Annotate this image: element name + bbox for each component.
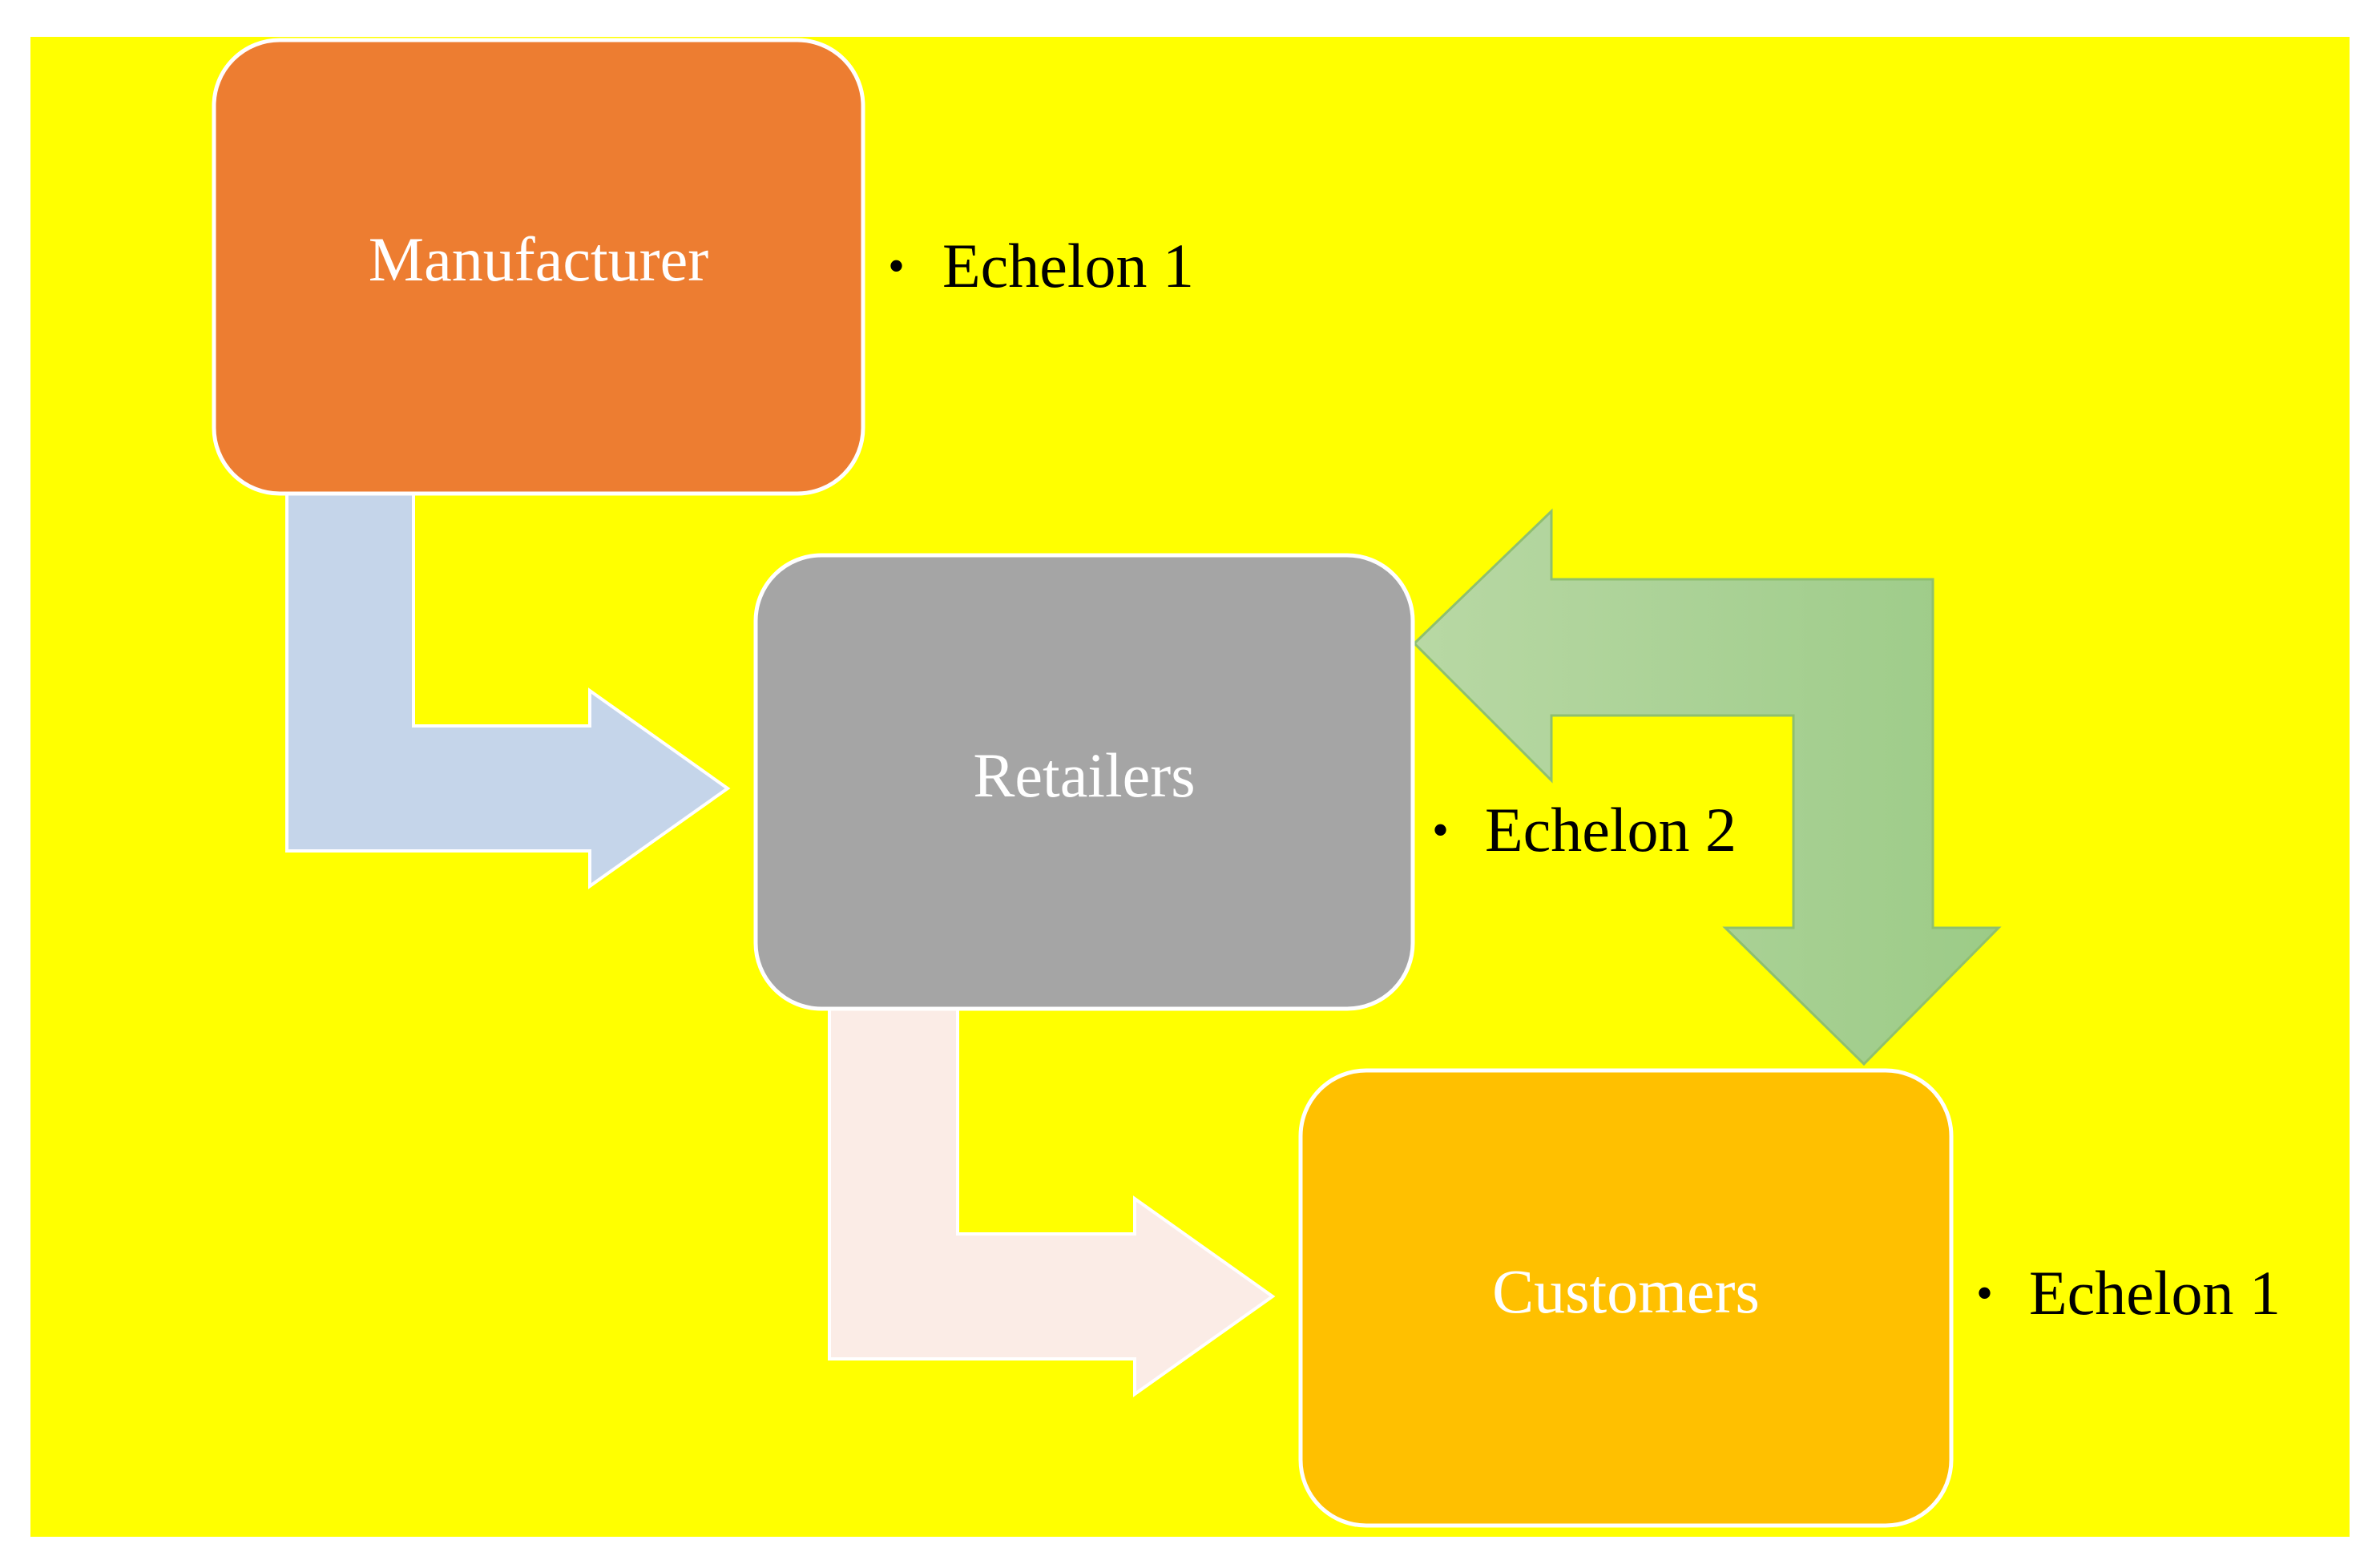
bullet-icon: • <box>888 240 905 292</box>
retailers-echelon-label: Echelon 2 <box>1485 795 1737 865</box>
bullet-icon: • <box>1432 804 1449 857</box>
customers-label: Customers <box>1492 1256 1760 1326</box>
retailers-label: Retailers <box>973 740 1195 810</box>
arrow-manufacturer-to-retailers <box>285 492 731 889</box>
arrow-retailers-to-customers <box>828 1006 1276 1397</box>
customers-echelon-label: Echelon 1 <box>2029 1258 2281 1328</box>
customers-box <box>1298 1068 1954 1528</box>
retailers-box <box>753 553 1415 1011</box>
arrow-retailers-customers-bidirectional <box>1412 508 2002 1066</box>
bullet-icon: • <box>1976 1267 1993 1320</box>
manufacturer-box <box>212 38 865 496</box>
manufacturer-echelon-label: Echelon 1 <box>942 231 1194 300</box>
manufacturer-label: Manufacturer <box>369 224 708 294</box>
